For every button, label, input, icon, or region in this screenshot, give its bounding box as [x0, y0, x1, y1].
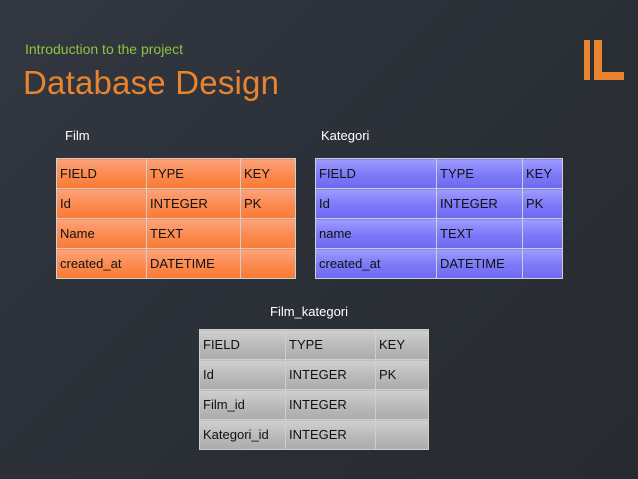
- kategori-table: FIELD TYPE KEY Id INTEGER PK name TEXT c…: [315, 158, 563, 279]
- table-cell: INTEGER: [285, 359, 376, 390]
- table-cell: INTEGER: [146, 188, 241, 219]
- table-row: Film_id INTEGER: [199, 389, 429, 420]
- table-row: created_at DATETIME: [56, 248, 296, 279]
- table-cell: KEY: [522, 158, 563, 189]
- table-cell: Id: [199, 359, 286, 390]
- slide-subtitle: Introduction to the project: [25, 41, 183, 57]
- table-cell: Name: [56, 218, 147, 249]
- table-row: Id INTEGER PK: [56, 188, 296, 219]
- table-row: name TEXT: [315, 218, 563, 249]
- table-cell: [240, 218, 296, 249]
- table-row: created_at DATETIME: [315, 248, 563, 279]
- table-cell: Kategori_id: [199, 419, 286, 450]
- table-cell: PK: [240, 188, 296, 219]
- slide-title: Database Design: [23, 64, 280, 101]
- table-row: FIELD TYPE KEY: [199, 329, 429, 360]
- table-cell: FIELD: [199, 329, 286, 360]
- table-cell: KEY: [240, 158, 296, 189]
- table-cell: [240, 248, 296, 279]
- table-cell: TYPE: [285, 329, 376, 360]
- table-cell: DATETIME: [146, 248, 241, 279]
- table-cell: FIELD: [315, 158, 437, 189]
- table-cell: TEXT: [436, 218, 523, 249]
- table-cell: [522, 248, 563, 279]
- table-cell: [522, 218, 563, 249]
- table-cell: PK: [375, 359, 429, 390]
- table-cell: INTEGER: [285, 419, 376, 450]
- table-cell: created_at: [56, 248, 147, 279]
- table-row: Kategori_id INTEGER: [199, 419, 429, 450]
- table-cell: INTEGER: [436, 188, 523, 219]
- theme-logo-icon: [584, 40, 624, 80]
- table-cell: name: [315, 218, 437, 249]
- table-cell: TEXT: [146, 218, 241, 249]
- table-cell: TYPE: [436, 158, 523, 189]
- table-cell: [375, 389, 429, 420]
- table-cell: Id: [315, 188, 437, 219]
- film-table: FIELD TYPE KEY Id INTEGER PK Name TEXT c…: [56, 158, 296, 279]
- table-cell: DATETIME: [436, 248, 523, 279]
- table-row: FIELD TYPE KEY: [315, 158, 563, 189]
- table-cell: PK: [522, 188, 563, 219]
- film-table-label: Film: [65, 128, 90, 143]
- table-row: FIELD TYPE KEY: [56, 158, 296, 189]
- table-cell: FIELD: [56, 158, 147, 189]
- table-cell: TYPE: [146, 158, 241, 189]
- table-cell: Id: [56, 188, 147, 219]
- table-cell: created_at: [315, 248, 437, 279]
- film-kategori-table: FIELD TYPE KEY Id INTEGER PK Film_id INT…: [199, 329, 429, 450]
- film-kategori-table-label: Film_kategori: [270, 304, 349, 319]
- table-cell: [375, 419, 429, 450]
- table-cell: KEY: [375, 329, 429, 360]
- table-cell: INTEGER: [285, 389, 376, 420]
- kategori-table-label: Kategori: [321, 128, 370, 143]
- table-row: Id INTEGER PK: [315, 188, 563, 219]
- table-cell: Film_id: [199, 389, 286, 420]
- table-row: Name TEXT: [56, 218, 296, 249]
- table-row: Id INTEGER PK: [199, 359, 429, 390]
